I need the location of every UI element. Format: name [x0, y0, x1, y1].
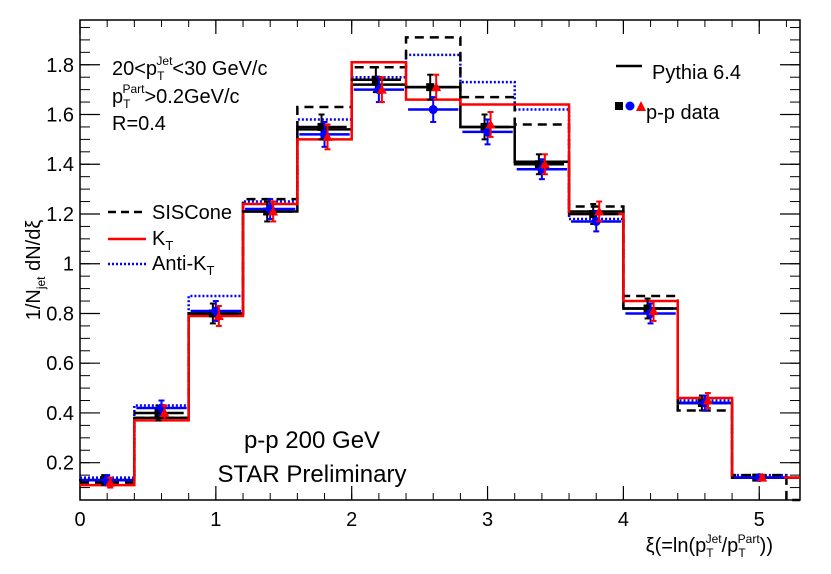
- data-point-red: [702, 395, 713, 405]
- legend-data-blue-marker: [625, 101, 635, 111]
- legend-data-red-marker: [636, 101, 646, 111]
- x-tick-label: 5: [754, 509, 765, 531]
- data-point-black: [589, 209, 598, 218]
- y-tick-label: 1.2: [46, 204, 74, 226]
- collision-label: p-p 200 GeV: [244, 427, 380, 454]
- y-tick-label: 0.4: [46, 403, 74, 425]
- legend-algorithms: SISCone KT Anti-KT: [108, 202, 232, 278]
- legend-kt-label: KT: [152, 228, 173, 253]
- data-point-red: [594, 206, 605, 216]
- x-tick-label: 1: [210, 509, 221, 531]
- x-axis-title: ξ(=ln(pTJet/pTPart)): [646, 532, 773, 560]
- data-point-black: [534, 160, 543, 169]
- y-tick-label: 1.4: [46, 154, 74, 176]
- y-axis-title: 1/Njet dN/dξ: [23, 220, 48, 321]
- legend-antikt-label: Anti-KT: [152, 253, 214, 278]
- data-point-red: [539, 159, 550, 169]
- legend-data-label: p-p data: [646, 102, 720, 124]
- data-point-black: [643, 304, 652, 313]
- y-tick-label: 1.8: [46, 55, 74, 77]
- data-point-red: [757, 472, 768, 482]
- plot-frame: [79, 19, 801, 501]
- legend-pythia-label: Pythia 6.4: [652, 62, 741, 84]
- annotation-jet-pt-cut: 20<pTJet<30 GeV/c: [112, 54, 267, 83]
- y-tick-label: 0.2: [46, 453, 74, 475]
- data-point-black: [154, 408, 163, 417]
- data-points: [79, 66, 785, 489]
- annotation-particle-pt-cut: pTPart>0.2GeV/c: [112, 82, 240, 111]
- data-point-red: [431, 82, 442, 92]
- star-preliminary-label: STAR Preliminary: [218, 461, 407, 488]
- data-point-black: [317, 122, 326, 131]
- data-point-red: [485, 119, 496, 129]
- data-point-red: [322, 131, 333, 141]
- data-point-black: [426, 83, 435, 92]
- y-tick-label: 0.6: [46, 353, 74, 375]
- legend-comparison: Pythia 6.4 p-p data: [615, 62, 741, 124]
- legend-siscone-label: SISCone: [152, 202, 232, 224]
- data-point-black: [480, 122, 489, 131]
- x-tick-label: 2: [346, 509, 357, 531]
- data-point-red: [159, 407, 170, 417]
- data-point-red: [268, 206, 279, 216]
- data-point-blue: [428, 105, 438, 115]
- legend-data-black-marker: [615, 102, 623, 110]
- data-point-red: [376, 84, 387, 94]
- axes: 0 1 2 3 4 5 0.2 0.4 0.6 0.8 1 1.2 1.4 1.6 1.8: [46, 20, 800, 531]
- x-tick-label: 4: [618, 509, 629, 531]
- y-tick-label: 1: [63, 254, 74, 276]
- y-tick-label: 0.8: [46, 303, 74, 325]
- annotation-radius: R=0.4: [112, 113, 166, 135]
- data-point-black: [371, 75, 380, 84]
- x-tick-label: 3: [482, 509, 493, 531]
- x-tick-label: 0: [74, 509, 85, 531]
- data-point-red: [648, 305, 659, 315]
- y-tick-label: 1.6: [46, 105, 74, 127]
- data-point-red: [213, 310, 224, 320]
- data-point-red: [105, 477, 116, 487]
